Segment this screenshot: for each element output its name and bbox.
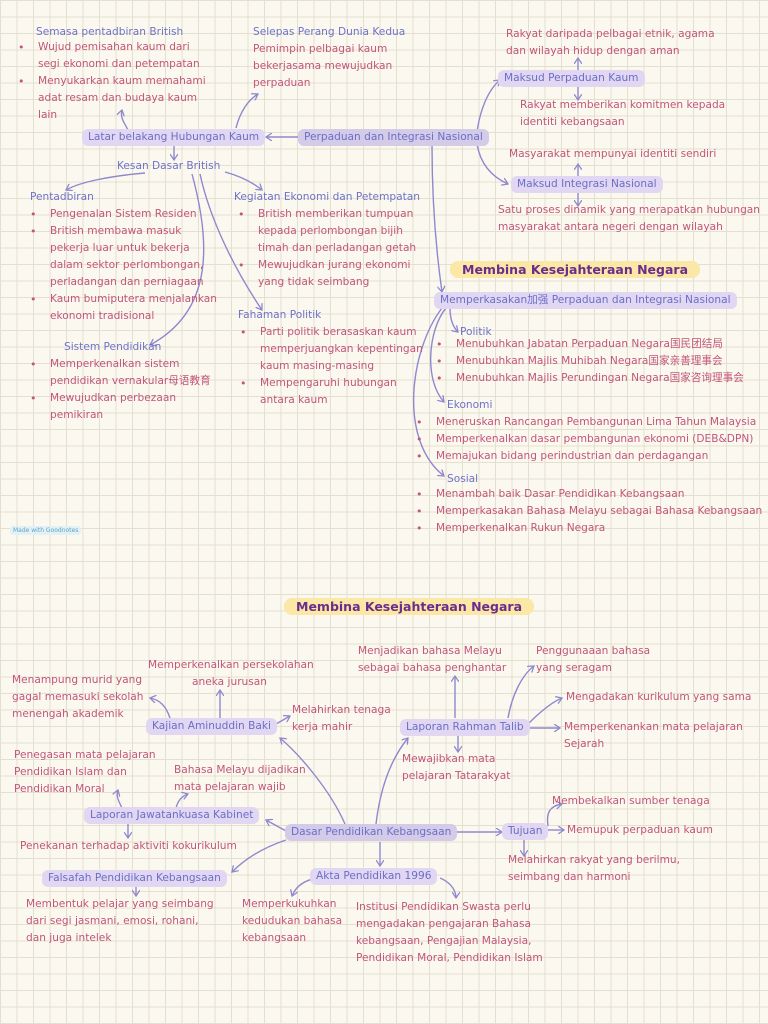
header-sistem-pendidikan: Sistem Pendidikan [64,341,162,353]
text-integrasi-below: Satu proses dinamik yang merapatkan hubu… [498,204,760,233]
goodnotes-logo: Made with Goodnotes [10,526,82,535]
node-latar-belakang: Latar belakang Hubungan Kaum [82,129,266,146]
text-selepas-perang: Selepas Perang Dunia Kedua Pemimpin pelb… [253,26,406,89]
node-maksud-integrasi: Maksud Integrasi Nasional [511,176,663,193]
page1-title: Membina Kesejahteraan Negara [450,261,701,278]
list-item: Menambah baik Dasar Pendidikan Kebangsaa… [414,486,762,503]
node-kajian-aminuddin: Kajian Aminuddin Baki [146,718,277,735]
node-laporan-rahman: Laporan Rahman Talib [400,719,530,736]
text-integrasi-above: Masyarakat mempunyai identiti sendiri [509,148,717,160]
text-rahman-right1: Mengadakan kurikulum yang sama [566,691,752,703]
text-kabinet-below: Penekanan terhadap aktiviti kokurikulum [20,840,237,852]
header-sosial: Sosial [447,473,479,485]
text-tujuan-item1: Membekalkan sumber tenaga [552,795,710,807]
center-dasar-pendidikan: Dasar Pendidikan Kebangsaan [285,824,458,841]
list-item: Pengenalan Sistem Residen [28,206,217,223]
header-kegiatan-ekonomi: Kegiatan Ekonomi dan Petempatan [234,191,420,203]
node-tujuan: Tujuan [502,823,549,840]
list-item: Menubuhkan Jabatan Perpaduan Negara国民团结局 [434,336,744,353]
list-item: Memperkasakan Bahasa Melayu sebagai Baha… [414,503,762,520]
list-item: Memperkenalkan dasar pembangunan ekonomi… [414,431,756,448]
node-memperkasakan: Memperkasakan加强 Perpaduan dan Integrasi … [434,292,737,309]
list-item: Meneruskan Rancangan Pembangunan Lima Ta… [414,414,756,431]
text-tujuan-below: Melahirkan rakyat yang berilmu,seimbang … [508,854,680,883]
node-maksud-perpaduan: Maksud Perpaduan Kaum [498,70,645,87]
list-item: Memperkenalkan Rukun Negara [414,520,762,537]
list-pentadbiran: Pengenalan Sistem Residen British membaw… [28,206,217,325]
list-item: Menubuhkan Majlis Perundingan Negara国家咨询… [434,370,744,387]
header-fahaman-politik: Fahaman Politik [238,309,322,321]
header-politik: Politik [460,326,492,338]
list-politik: Menubuhkan Jabatan Perpaduan Negara国民团结局… [434,336,744,387]
text-tujuan-item2: Memupuk perpaduan kaum [567,824,713,836]
header-ekonomi: Ekonomi [447,399,493,411]
page2-title: Membina Kesejahteraan Negara [284,598,535,615]
center-perpaduan-integrasi: Perpaduan dan Integrasi Nasional [298,129,489,146]
list-sosial: Menambah baik Dasar Pendidikan Kebangsaa… [414,486,762,537]
header-semasa-british: Semasa pentadbiran British [36,26,184,38]
header-pentadbiran: Pentadbiran [30,191,94,203]
list-item: Parti politik berasaskan kaummemperjuang… [238,324,423,375]
list-fahaman-politik: Parti politik berasaskan kaummemperjuang… [238,324,423,409]
list-ekonomi: Meneruskan Rancangan Pembangunan Lima Ta… [414,414,756,465]
list-item: Menubuhkan Majlis Muhibah Negara国家亲善理事会 [434,353,744,370]
node-falsafah: Falsafah Pendidikan Kebangsaan [42,870,227,887]
node-laporan-kabinet: Laporan Jawatankuasa Kabinet [84,807,260,824]
list-item: Memajukan bidang perindustrian dan perda… [414,448,756,465]
node-akta-pendidikan: Akta Pendidikan 1996 [310,868,438,885]
node-kesan-dasar-british: Kesan Dasar British [117,160,221,172]
